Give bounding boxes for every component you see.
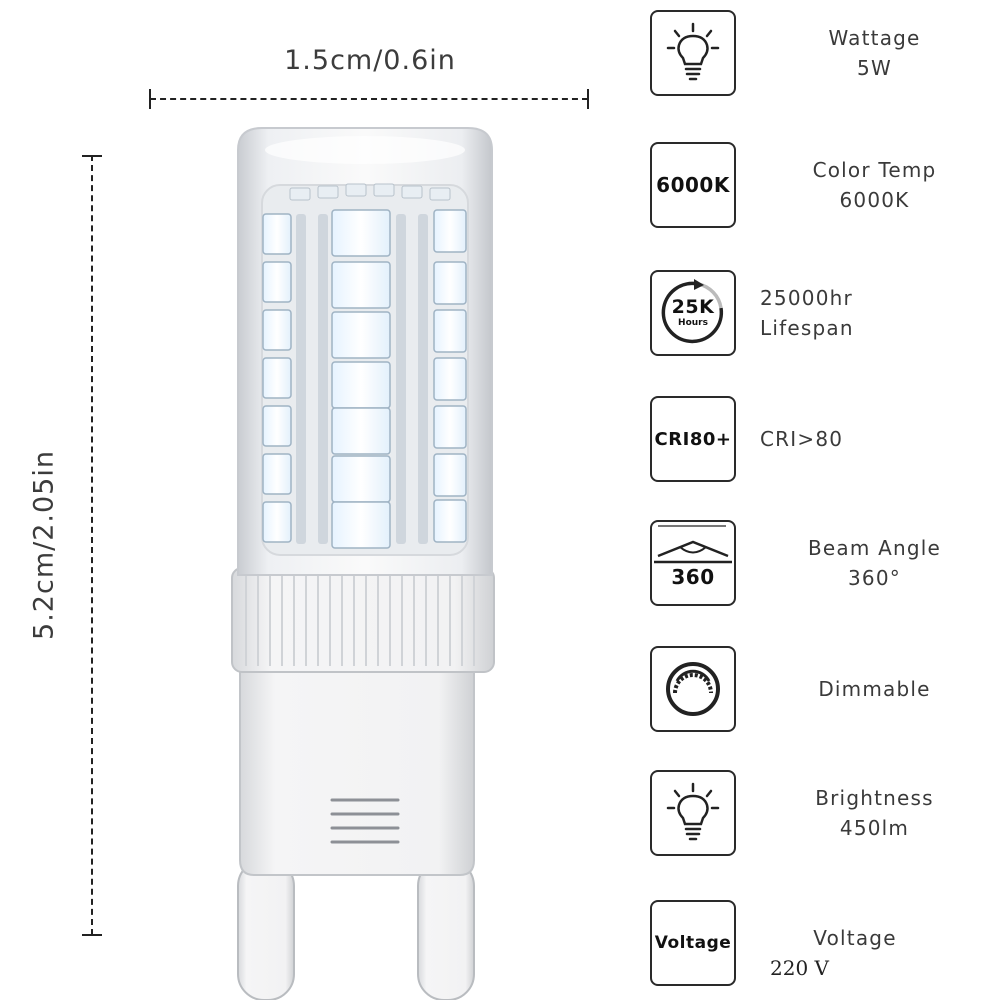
led-chip-grid [262,209,467,549]
lifespan-icon-text: 25K [671,296,715,318]
voltage-title: Voltage [813,926,897,950]
height-dimension-line [91,155,93,935]
lifespan-title: 25000hr [760,286,853,310]
dimmable-icon-box [650,646,736,732]
cri-icon: CRI80+ [650,396,736,482]
lifespan-icon-subtext: Hours [678,318,708,328]
wattage-icon-box [650,10,736,96]
feature-cri: CRI80+ CRI>80 [650,396,1000,486]
base-grip-lines [330,798,400,844]
voltage-icon: Voltage [650,900,736,986]
beam-angle-text: Beam Angle 360° [752,520,997,606]
feature-wattage: Wattage 5W [650,10,1000,100]
voltage-value: 220 V [770,956,829,980]
beam-angle-icon: 360 [650,520,736,606]
height-dimension-cap-bottom [82,934,102,936]
width-dimension-line [150,98,588,100]
cri-text: CRI>80 [752,396,997,482]
bulb-pins [237,859,475,1000]
brightness-value: 450lm [839,816,910,840]
brightness-title: Brightness [815,786,934,810]
feature-color-temp: 6000K Color Temp 6000K [650,142,1000,232]
angle-arc-icon [654,525,732,564]
height-dimension-label: 5.2cm/2.05in [28,450,60,640]
feature-beam-angle: 360 Beam Angle 360° [650,520,1000,610]
feature-lifespan: 25K Hours 25000hr Lifespan [650,270,1000,360]
wattage-text: Wattage 5W [752,10,997,96]
lifespan-icon: 25K Hours [650,270,736,356]
wattage-title: Wattage [828,26,921,50]
beam-angle-value: 360° [848,566,901,590]
color-temp-title: Color Temp [812,158,937,182]
bulb-icon [666,782,720,841]
width-dimension-cap-right [587,89,589,109]
beam-angle-icon-text: 360 [671,565,715,589]
voltage-text: Voltage 220 V [760,910,950,996]
feature-dimmable: Dimmable [650,646,1000,736]
wattage-value: 5W [857,56,892,80]
cri-icon-text: CRI80+ [654,428,732,450]
width-dimension-cap-left [149,89,151,109]
dimmable-text: Dimmable [752,646,997,732]
color-temp-icon-text: 6000K [656,173,730,197]
brightness-icon-box [650,770,736,856]
color-temp-text: Color Temp 6000K [752,142,997,228]
color-temp-value: 6000K [839,188,910,212]
color-temp-icon: 6000K [650,142,736,228]
voltage-icon-text: Voltage [654,933,732,953]
bulb-icon [666,22,720,81]
lifespan-value: Lifespan [760,316,854,340]
cri-title: CRI>80 [760,427,844,451]
feature-voltage: Voltage Voltage 220 V [650,900,1000,990]
g9-led-bulb-illustration [231,127,495,1000]
feature-brightness: Brightness 450lm [650,770,1000,860]
width-dimension-label: 1.5cm/0.6in [284,45,456,76]
height-dimension-cap-top [82,155,102,157]
circular-arrow-icon [661,279,724,344]
beam-angle-title: Beam Angle [807,536,942,560]
lifespan-text: 25000hr Lifespan [752,270,997,356]
dimmable-icon [666,662,720,716]
brightness-text: Brightness 450lm [752,770,997,856]
dimmable-title: Dimmable [818,677,931,701]
